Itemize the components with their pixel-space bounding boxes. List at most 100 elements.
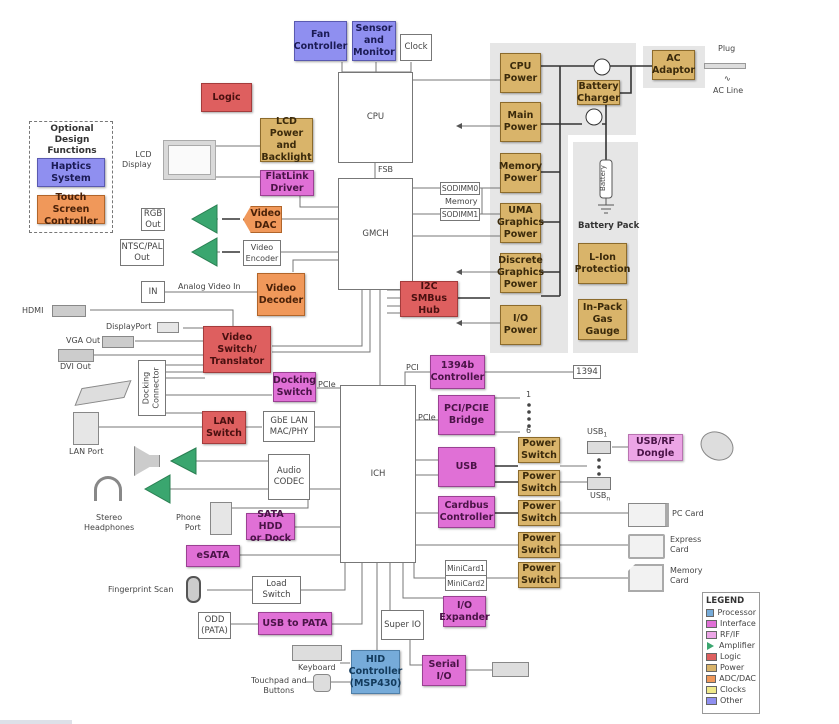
video-encoder: Video Encoder bbox=[243, 240, 281, 266]
sensor-and-monitor: Sensor and Monitor bbox=[352, 21, 396, 61]
pci-pcie-bridge: PCI/PCIE Bridge bbox=[438, 395, 495, 435]
displayport-label: DisplayPort bbox=[106, 322, 152, 331]
amplifier-ntsc bbox=[190, 237, 218, 267]
headphones-icon bbox=[94, 476, 122, 501]
phone-port-icon bbox=[210, 502, 232, 535]
1394b-controller: 1394b Controller bbox=[430, 355, 485, 389]
ac-symbol: ∿ bbox=[724, 74, 731, 83]
serial-io: Serial I/O bbox=[422, 655, 466, 686]
rfif-swatch bbox=[706, 630, 717, 639]
processor-swatch bbox=[706, 608, 715, 617]
legend-item-power: Power bbox=[706, 662, 756, 673]
memory-card-icon bbox=[628, 564, 664, 592]
hdmi-port-icon bbox=[52, 305, 86, 317]
legend-item-amplifier: Amplifier bbox=[706, 640, 756, 651]
power-switch-pccard: Power Switch bbox=[518, 500, 560, 526]
battery-pack-label: Battery Pack bbox=[578, 221, 640, 231]
gbe-lan-mac-phy: GbE LAN MAC/PHY bbox=[263, 411, 315, 442]
dvi-port-icon bbox=[58, 349, 94, 362]
usbn-label: USBn bbox=[590, 491, 611, 503]
rgb-out: RGB Out bbox=[141, 208, 165, 231]
cpu: CPU bbox=[338, 72, 413, 163]
load-switch: Load Switch bbox=[252, 576, 301, 604]
usb-rf-dongle: USB/RF Dongle bbox=[628, 434, 683, 461]
esata: eSATA bbox=[186, 545, 240, 567]
io-power: I/O Power bbox=[500, 305, 541, 345]
discrete-graphics-power: Discrete Graphics Power bbox=[497, 253, 544, 293]
fingerprint-icon bbox=[186, 576, 201, 603]
io-expander: I/O Expander bbox=[439, 596, 490, 627]
minicard2: MiniCard2 bbox=[445, 576, 487, 591]
touch-screen-controller: Touch Screen Controller bbox=[37, 192, 105, 227]
serial-port-icon bbox=[492, 662, 529, 677]
lcd-display-icon bbox=[163, 140, 216, 180]
hdmi-label: HDMI bbox=[22, 306, 44, 315]
flatlink-driver: FlatLink Driver bbox=[260, 170, 314, 196]
pcie-label-docking: PCIe bbox=[318, 380, 336, 389]
power-switch-memorycard: Power Switch bbox=[518, 562, 560, 588]
video-in: IN bbox=[141, 281, 165, 303]
legend-item-adcdac: ADC/DAC bbox=[706, 673, 756, 684]
odd-pata: ODD (PATA) bbox=[198, 612, 231, 639]
fingerprint-scan-label: Fingerprint Scan bbox=[108, 585, 174, 594]
vga-port-icon bbox=[102, 336, 134, 348]
pc-card-icon bbox=[628, 503, 669, 527]
lan-port-icon bbox=[73, 412, 99, 445]
slot-6-label: 6 bbox=[526, 426, 532, 435]
power-switch-expresscard: Power Switch bbox=[518, 532, 560, 558]
legend-item-logic: Logic bbox=[706, 651, 756, 662]
plug-icon bbox=[704, 63, 746, 69]
clock: Clock bbox=[400, 34, 432, 61]
legend-item-rfif: RF/IF bbox=[706, 629, 756, 640]
lion-protection: L-Ion Protection bbox=[575, 243, 630, 284]
memory-card-label: Memory Card bbox=[670, 566, 703, 585]
keyboard-icon bbox=[292, 645, 342, 661]
vga-out-label: VGA Out bbox=[66, 336, 101, 345]
fan-controller: Fan Controller bbox=[294, 21, 347, 61]
docking-connector: Docking Connector bbox=[138, 360, 166, 416]
optional-title: Optional Design Functions bbox=[47, 124, 97, 156]
adcdac-swatch bbox=[706, 674, 717, 683]
fsb-label: FSB bbox=[378, 165, 394, 174]
touchpad-icon bbox=[313, 674, 331, 692]
analog-video-in-label: Analog Video In bbox=[178, 282, 241, 291]
amplifier-speaker bbox=[169, 447, 197, 475]
stereo-headphones-label: Stereo Headphones bbox=[84, 513, 135, 532]
gmch: GMCH bbox=[338, 178, 413, 290]
ac-line-label: AC Line bbox=[713, 86, 744, 95]
bottom-scrollbar-fragment[interactable] bbox=[0, 720, 72, 724]
hid-controller: HID Controller (MSP430) bbox=[349, 650, 402, 694]
logic: Logic bbox=[201, 83, 252, 112]
interface-swatch bbox=[706, 619, 717, 628]
legend-item-interface: Interface bbox=[706, 618, 756, 629]
usb-controller: USB bbox=[438, 447, 495, 487]
battery-charger: Battery Charger bbox=[577, 80, 620, 105]
sodimm0: SODIMM0 bbox=[440, 182, 480, 195]
legend: LEGEND Processor Interface RF/IF Amplifi… bbox=[702, 592, 760, 714]
docking-switch: Docking Switch bbox=[273, 372, 316, 402]
ich: ICH bbox=[340, 385, 416, 563]
power-switch-usb1: Power Switch bbox=[518, 437, 560, 463]
legend-item-other: Other bbox=[706, 695, 756, 706]
main-power: Main Power bbox=[500, 102, 541, 142]
sata-hdd-dock: SATA HDD or Dock bbox=[246, 509, 295, 544]
usbn-port-icon bbox=[587, 477, 611, 490]
express-card-label: Express Card bbox=[670, 535, 702, 554]
phone-port-label: Phone Port bbox=[176, 513, 201, 532]
pci-label: PCI bbox=[406, 363, 419, 372]
plug-label: Plug bbox=[718, 44, 736, 53]
pcie-label-bridge: PCIe bbox=[418, 413, 436, 422]
legend-item-processor: Processor bbox=[706, 607, 756, 618]
express-card-icon bbox=[628, 534, 665, 559]
lan-switch: LAN Switch bbox=[202, 411, 246, 444]
uma-graphics-power: UMA Graphics Power bbox=[497, 203, 544, 243]
touchpad-label: Touchpad and Buttons bbox=[251, 676, 307, 695]
lcd-power-backlight: LCD Power and Backlight bbox=[260, 116, 313, 163]
usb1-label: USB1 bbox=[587, 427, 608, 439]
legend-title: LEGEND bbox=[706, 596, 745, 606]
battery-label: Battery bbox=[598, 165, 607, 191]
video-dac: Video DAC bbox=[243, 206, 282, 233]
logic-swatch bbox=[706, 652, 717, 661]
optional-design-functions bbox=[29, 121, 113, 233]
slot-1-label: 1 bbox=[526, 390, 532, 399]
